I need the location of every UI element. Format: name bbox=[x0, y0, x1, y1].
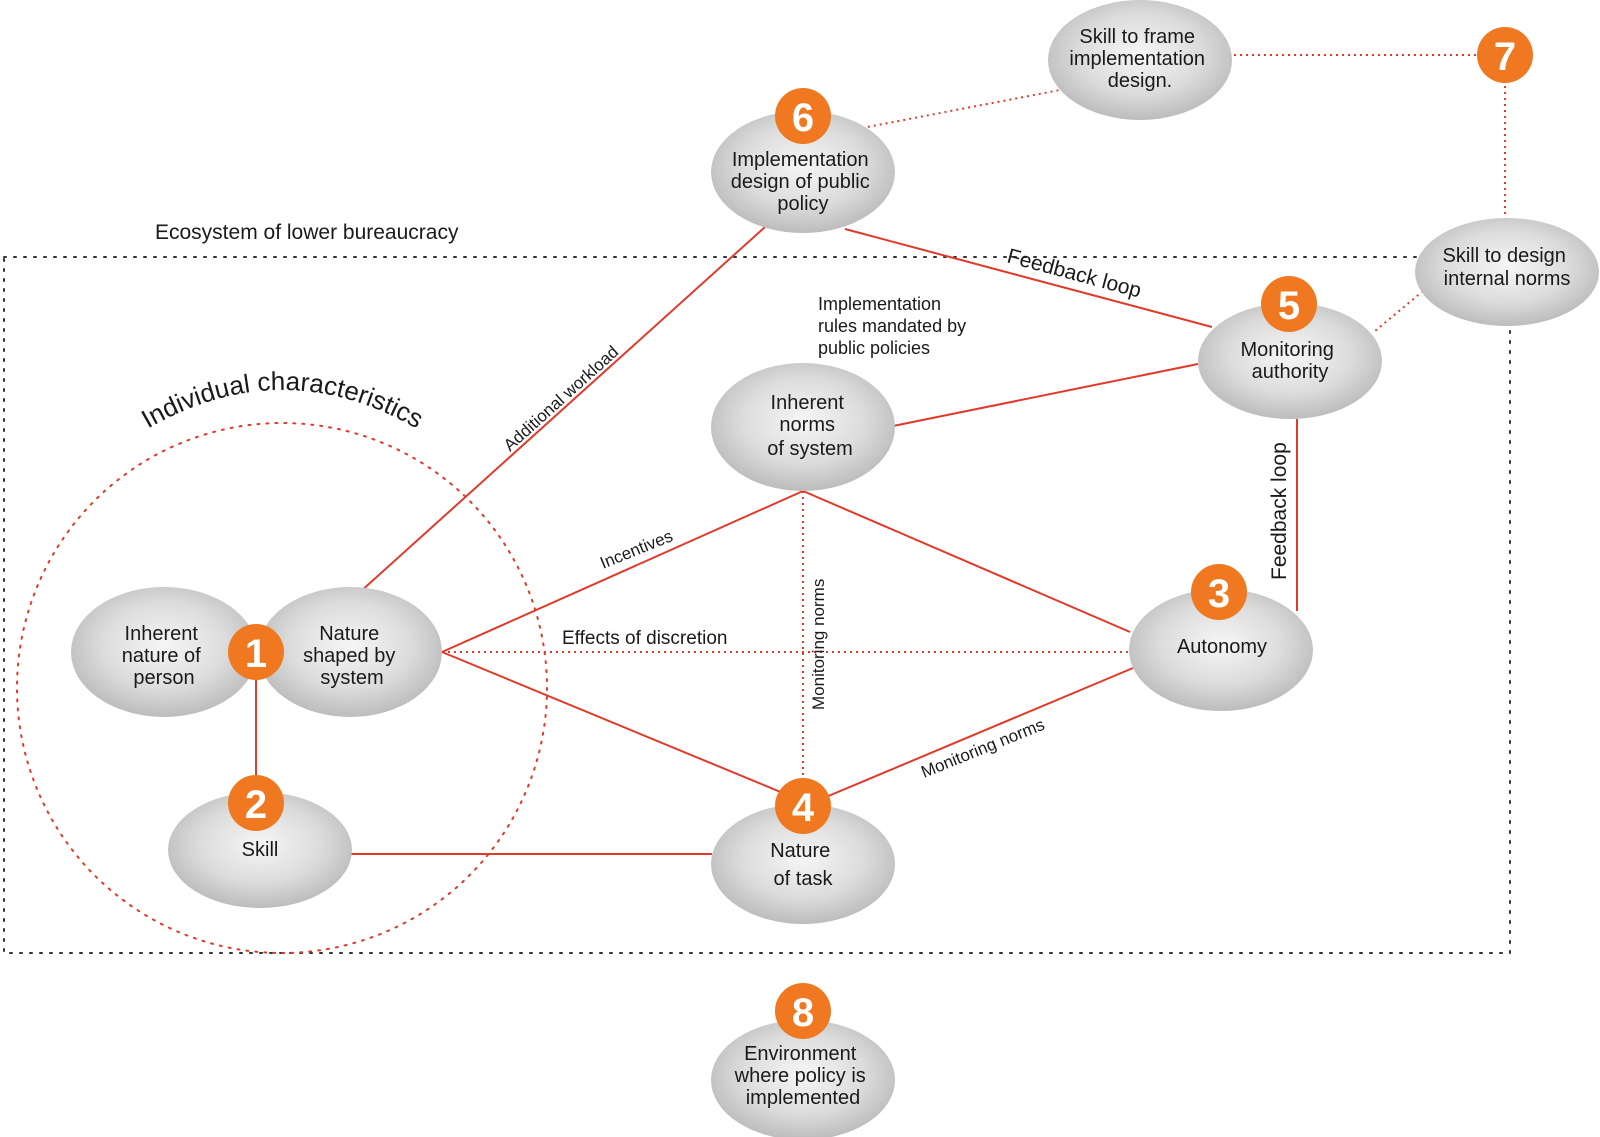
implementation-rules-annotation: Implementation rules mandated by public … bbox=[818, 294, 971, 358]
svg-text:8: 8 bbox=[792, 991, 814, 1035]
edge-shaped-task bbox=[441, 651, 801, 801]
additional-workload-label: Additional workload bbox=[500, 342, 622, 455]
edge-implementation-monitoring bbox=[844, 228, 1213, 328]
node-nature-shaped-by-system: Nature shaped by system bbox=[258, 587, 442, 717]
ecosystem-label: Ecosystem of lower bureaucracy bbox=[155, 221, 459, 244]
svg-text:4: 4 bbox=[792, 786, 815, 830]
badge-5: 5 bbox=[1261, 276, 1317, 332]
svg-text:3: 3 bbox=[1208, 572, 1230, 616]
svg-text:6: 6 bbox=[792, 96, 814, 140]
node-skill-to-frame: Skill to frame implementation design. bbox=[1048, 0, 1232, 120]
monitoring-norms-diagonal-label: Monitoring norms bbox=[918, 715, 1047, 782]
svg-text:Skill to frame implement: Skill to frame implementation design. bbox=[1069, 26, 1210, 92]
badge-2: 2 bbox=[228, 775, 284, 831]
edge-norms-autonomy bbox=[802, 490, 1131, 633]
monitoring-norms-vertical-label: Monitoring norms bbox=[809, 579, 828, 710]
individual-characteristics-label: Individual characteristics bbox=[136, 366, 429, 434]
svg-text:2: 2 bbox=[245, 783, 267, 827]
effects-of-discretion-label: Effects of discretion bbox=[562, 628, 727, 649]
svg-text:1: 1 bbox=[245, 632, 267, 676]
svg-text:Inherent nature of: Inherent nature of person bbox=[122, 623, 207, 689]
edge-implementation-frame-dotted bbox=[861, 89, 1061, 129]
ecosystem-boundary bbox=[3, 256, 1511, 954]
node-inherent-norms-of-system: Inherent norms of system bbox=[711, 363, 895, 491]
node-skill-to-design: Skill to design internal norms bbox=[1415, 218, 1599, 326]
edge-design-monitoring-dotted bbox=[1374, 290, 1424, 332]
svg-text:Environment where policy: Environment where policy is implemented bbox=[734, 1043, 872, 1109]
node-monitoring-authority: Monitoring authority bbox=[1198, 303, 1382, 419]
node-nature-of-task: Nature of task bbox=[711, 804, 895, 924]
node-environment: Environment where policy is implemented bbox=[711, 1020, 895, 1137]
badge-1: 1 bbox=[228, 624, 284, 680]
individual-characteristics-boundary bbox=[16, 422, 548, 954]
badge-3: 3 bbox=[1191, 564, 1247, 620]
svg-text:Inherent norms of: Inherent norms of system bbox=[767, 392, 853, 460]
badge-7: 7 bbox=[1477, 27, 1533, 83]
node-implementation-design: Implementation design of public policy bbox=[711, 111, 895, 233]
svg-text:Skill to design internal: Skill to design internal norms bbox=[1443, 245, 1572, 290]
feedback-loop-side-label: Feedback loop bbox=[1268, 442, 1291, 580]
node-skill: Skill bbox=[168, 792, 352, 908]
edge-shaped-implementation bbox=[359, 226, 766, 593]
node-inherent-nature-of-person: Inherent nature of person bbox=[71, 587, 257, 717]
edge-task-autonomy bbox=[825, 667, 1134, 798]
svg-text:Monitoring authority: Monitoring authority bbox=[1241, 339, 1340, 383]
svg-text:7: 7 bbox=[1494, 35, 1516, 79]
svg-text:Nature of task: Nature of task bbox=[770, 840, 836, 890]
badge-6: 6 bbox=[775, 88, 831, 144]
edge-shaped-norms bbox=[441, 490, 804, 653]
svg-text:Implementation design of: Implementation design of public policy bbox=[731, 149, 876, 215]
node-autonomy: Autonomy bbox=[1129, 589, 1313, 711]
feedback-loop-top-label: Feedback loop bbox=[1005, 245, 1144, 303]
badge-8: 8 bbox=[775, 983, 831, 1039]
svg-text:Skill: Skill bbox=[242, 839, 279, 861]
svg-text:Autonomy: Autonomy bbox=[1177, 636, 1267, 658]
badge-4: 4 bbox=[775, 778, 831, 834]
svg-text:5: 5 bbox=[1278, 284, 1300, 328]
edge-norms-monitoring bbox=[892, 363, 1199, 427]
svg-text:Nature shaped by s: Nature shaped by system bbox=[303, 623, 401, 689]
